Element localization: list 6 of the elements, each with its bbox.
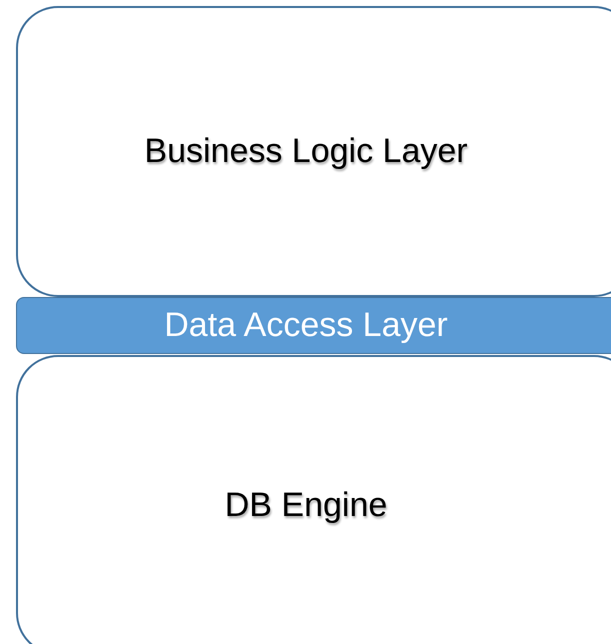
layer-bar xyxy=(16,297,611,354)
layer-box xyxy=(16,6,611,297)
layer-box xyxy=(16,355,611,644)
layer-label: Business Logic Layer xyxy=(144,132,468,171)
layer-label: Data Access Layer xyxy=(164,306,448,345)
layer-label: DB Engine xyxy=(224,486,388,524)
